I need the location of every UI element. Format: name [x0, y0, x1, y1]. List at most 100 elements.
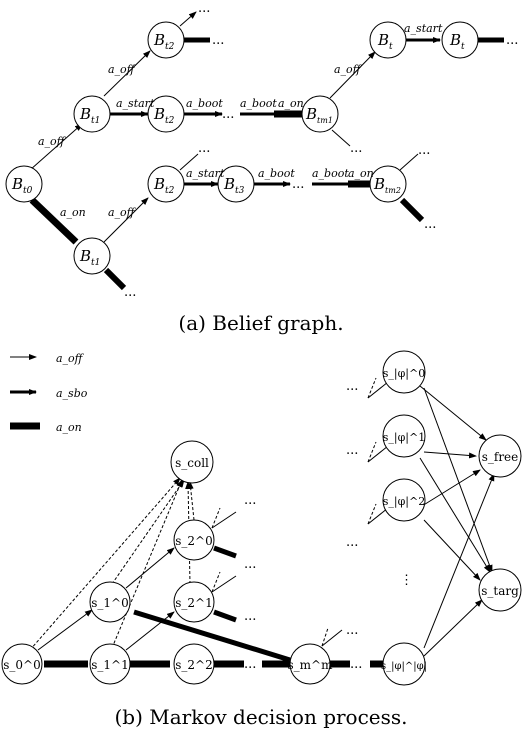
edge-sphi0-left [367, 381, 389, 399]
edge-s01-smm [133, 609, 291, 663]
mdp-ellipsis-3: ... [244, 493, 256, 508]
ellipsis-2: ... [198, 1, 210, 16]
caption-mdp: (b) Markov decision process. [114, 705, 407, 729]
label-smm: s_m^m [288, 658, 334, 672]
elabel-start-2: a_start [404, 22, 443, 35]
edge-s02-branch-dash [211, 507, 221, 529]
edge-smm-branch-dash [321, 627, 329, 647]
edge-s00-s01 [37, 609, 93, 651]
node-b-t1-upper [73, 95, 111, 133]
node-s00 [1, 643, 43, 685]
caption-belief-graph: (a) Belief graph. [178, 311, 343, 335]
legend-label-sbo: a_sbo [56, 387, 88, 400]
node-b-t2-top [147, 21, 185, 59]
edge-t1-lower-t2-off [103, 197, 149, 243]
node-s11 [89, 643, 131, 685]
mdp-ellipsis-2: ... [350, 657, 362, 672]
label-b-t2-low: Bt2 [153, 175, 175, 196]
elabel-off-4: a_off [108, 206, 137, 219]
mdp-ellipsis-5: ... [244, 609, 256, 624]
elabel-off-1: a_off [38, 135, 67, 148]
label-sphi0: s_|φ|^0 [383, 367, 425, 381]
edge-sphi2-sfree [421, 469, 481, 507]
label-scoll: s_coll [175, 456, 209, 470]
label-s00: s_0^0 [3, 658, 40, 672]
edge-tm2-cont [399, 197, 425, 223]
mdp-ellipsis-1: ... [244, 657, 256, 672]
node-sphi2 [382, 478, 426, 522]
node-b-t-left [369, 21, 407, 59]
label-b-tm2: Btm2 [373, 175, 401, 195]
edge-s01-scoll [111, 479, 185, 585]
node-b-tm2 [369, 165, 407, 203]
mdp-nodes [1, 350, 522, 686]
belief-node-labels: Bt0 Bt1 Bt1 Bt2 Bt2 Bt2 Bt3 Btm1 Btm2 Bt… [11, 31, 465, 268]
edge-s01-s02 [125, 547, 175, 589]
ellipsis-3: ... [222, 107, 234, 122]
edge-sphi1-sfree [423, 451, 477, 459]
elabel-on-2: a_on [278, 97, 304, 110]
ellipsis-6: ... [198, 141, 210, 156]
label-b-t3: Bt3 [223, 175, 245, 196]
elabel-on-1: a_on [60, 206, 86, 219]
legend: a_off a_sbo a_on [10, 352, 88, 434]
label-sphi2: s_|φ|^2 [383, 495, 425, 509]
edge-t2-row2-diag [179, 153, 199, 171]
ellipsis-9: ... [424, 217, 436, 232]
elabel-start-1: a_start [116, 97, 155, 110]
mdp-node-labels: s_0^0 s_1^0 s_1^1 s_2^0 s_2^1 s_2^2 s_m^… [3, 367, 519, 672]
mdp-ellipses: ... ... ... ... ... ... ... ... ... ⋮ [244, 379, 413, 672]
mdp-ellipsis-4: ... [244, 557, 256, 572]
node-sphi0 [382, 350, 426, 394]
node-s12 [173, 581, 215, 623]
ellipsis-10: ... [124, 285, 136, 300]
legend-label-off: a_off [56, 352, 85, 365]
edge-s12-branch-thick [213, 609, 237, 623]
label-b-t2-mid: Bt2 [153, 105, 175, 126]
belief-edge-labels: a_off a_on a_off a_start a_boot a_boot a… [38, 22, 443, 219]
ellipsis-1: ... [212, 33, 224, 48]
belief-edges [29, 11, 504, 291]
label-sfree: s_free [482, 450, 519, 464]
elabel-off-2: a_off [108, 63, 137, 76]
mdp-ellipsis-7: ... [346, 379, 358, 394]
label-b-t2-top: Bt2 [153, 31, 175, 52]
edge-s11-scoll [111, 479, 183, 649]
edge-sphi0-sfree [419, 385, 487, 441]
label-s02: s_2^0 [175, 534, 212, 548]
ellipsis-5: ... [506, 33, 518, 48]
mdp-ellipsis-8: ... [346, 443, 358, 458]
elabel-off-3: a_off [334, 63, 363, 76]
edge-sphi2-left-dash [367, 503, 377, 525]
ellipsis-4: ... [350, 141, 362, 156]
belief-ellipses: ... ... ... ... ... ... ... ... ... ... [124, 1, 518, 300]
edge-sphi0-left-dash [367, 377, 377, 399]
edge-s00-scoll [29, 477, 181, 651]
edge-s11-s12 [125, 611, 175, 651]
edge-tm1-cont [331, 129, 351, 147]
node-starg [478, 568, 522, 612]
edge-s02-scoll [187, 481, 195, 521]
mdp-vdots: ⋮ [400, 573, 413, 588]
label-b-t0: Bt0 [11, 175, 33, 196]
label-s11: s_1^1 [91, 658, 128, 672]
edge-sphiphi-sfree [423, 473, 495, 649]
edge-t2-top-diag [179, 11, 197, 27]
elabel-boot-2: a_boot [240, 97, 277, 110]
edge-s12-branch-dash [211, 571, 221, 593]
node-s01 [89, 581, 131, 623]
mdp-ellipsis-9: ... [346, 535, 358, 550]
edge-s12-branch-up [211, 575, 237, 593]
label-starg: s_targ [481, 584, 519, 598]
edge-sphi2-left [367, 507, 389, 525]
elabel-boot-3: a_boot [258, 167, 295, 180]
belief-nodes [5, 21, 479, 275]
node-b-t3 [217, 165, 255, 203]
elabel-on-3: a_on [348, 167, 374, 180]
edge-sphi1-left-dash [367, 441, 377, 463]
label-sphi1: s_|φ|^1 [383, 431, 425, 445]
node-sphiphi [382, 642, 426, 686]
elabel-boot-4: a_boot [312, 167, 349, 180]
label-s01: s_1^0 [91, 596, 128, 610]
